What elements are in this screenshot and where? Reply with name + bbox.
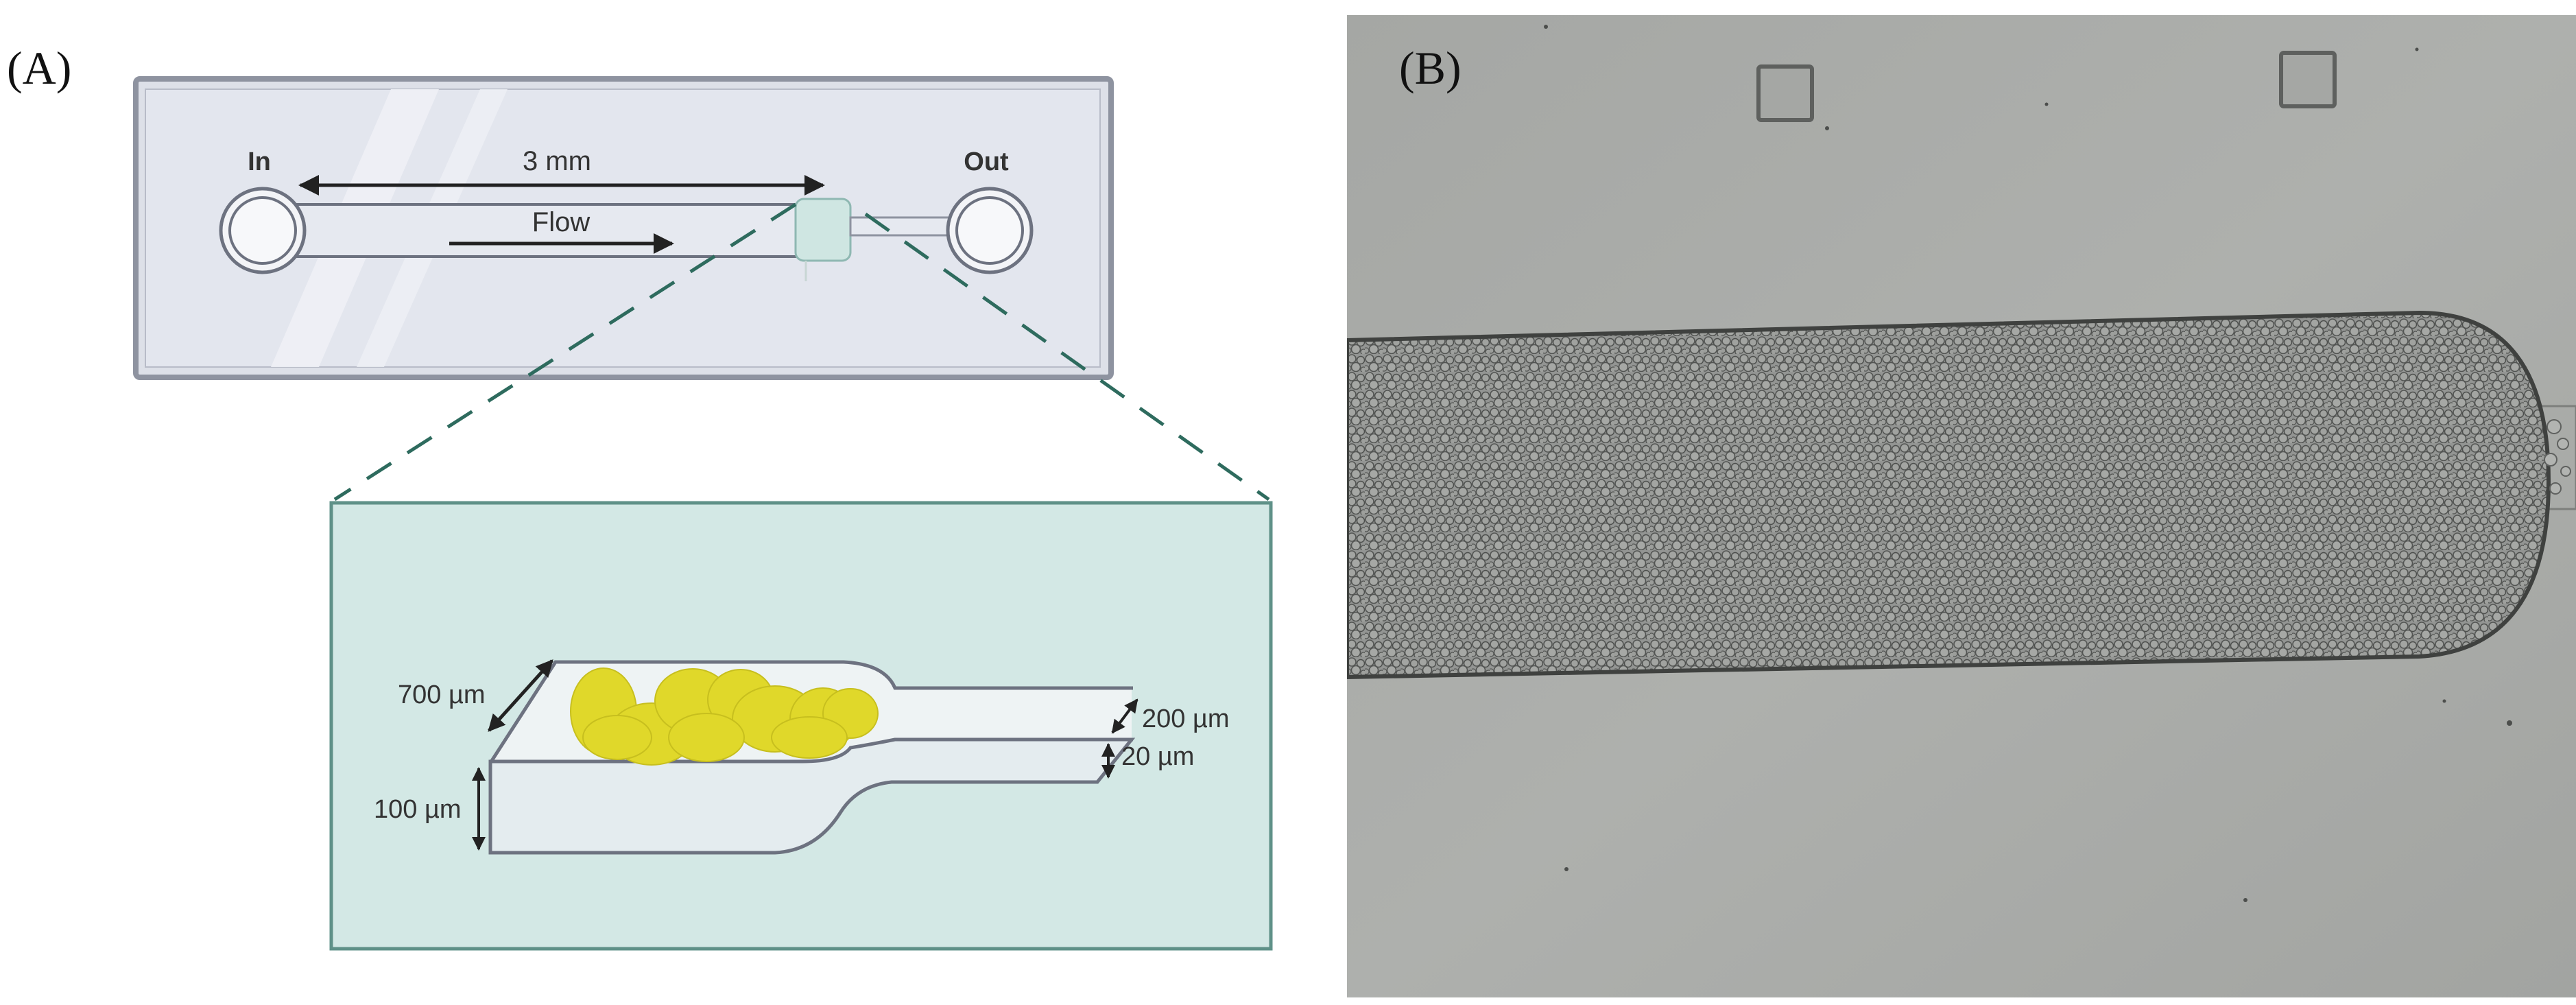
panel-b-label: (B)	[1399, 42, 1462, 94]
alignment-mark	[2279, 51, 2337, 108]
microchannel	[287, 198, 955, 281]
width-arrow	[488, 659, 553, 732]
outlet-width-label: 200 µm	[1142, 705, 1230, 733]
panel-a-label: (A)	[7, 42, 72, 94]
alignment-mark	[1756, 64, 1814, 122]
inlet-label: In	[248, 147, 271, 176]
width-label: 700 µm	[398, 681, 486, 709]
escaping-droplets	[2544, 419, 2571, 495]
height-label: 100 µm	[374, 795, 462, 824]
chip-schematic: In Out 3 mm Flow	[133, 76, 1273, 951]
packed-channel	[1347, 310, 2551, 680]
detail-inset: 700 µm 100 µm 200 µm 20 µm	[329, 501, 1273, 951]
debris	[1544, 25, 2512, 902]
outlet-port	[946, 187, 1034, 274]
outlet-label: Out	[964, 147, 1009, 176]
outlet-width-arrow	[1111, 698, 1138, 734]
micrograph	[1347, 15, 2576, 997]
inlet-port	[219, 187, 307, 274]
droplet-cluster	[570, 667, 879, 766]
outlet-height-label: 20 µm	[1121, 742, 1194, 771]
flow-label: Flow	[532, 207, 591, 237]
length-label: 3 mm	[523, 146, 591, 176]
zoom-lines	[333, 202, 1270, 501]
